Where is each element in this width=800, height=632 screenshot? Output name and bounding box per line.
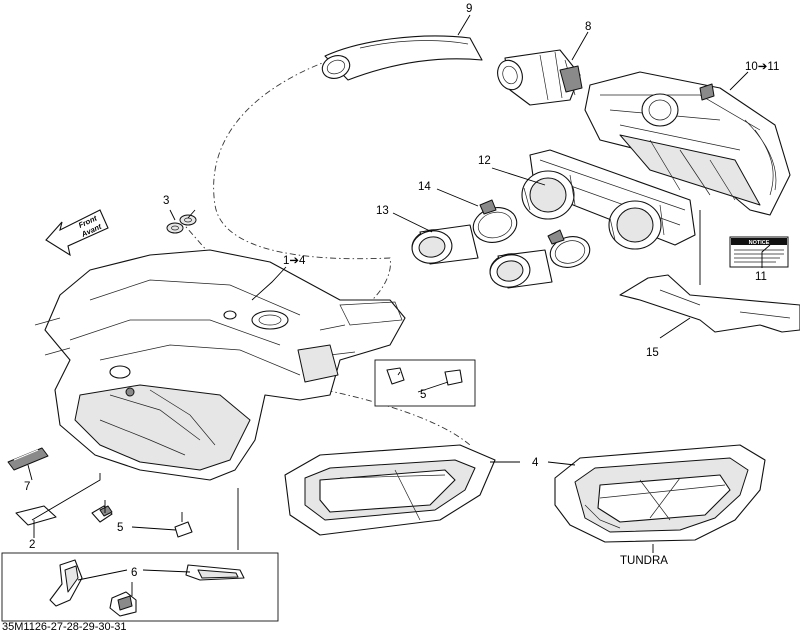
callout-14: 14 [418, 181, 431, 193]
callout-12: 12 [478, 155, 491, 167]
callout-10-11: 10➔11 [745, 61, 779, 73]
foam-strip [619, 274, 800, 333]
notice-label-title: NOTICE [749, 240, 770, 246]
callout-6: 6 [131, 567, 137, 579]
tundra-filter-frame [554, 444, 766, 543]
small-parts [1, 359, 476, 622]
callout-9: 9 [466, 3, 472, 15]
tundra-label: TUNDRA [620, 555, 668, 567]
intake-adaptor [497, 49, 583, 106]
callout-15: 15 [646, 347, 659, 359]
callout-3: 3 [163, 195, 169, 207]
rubber-sleeves [411, 224, 553, 289]
callout-5: 5 [117, 522, 123, 534]
callout-leaders [27, 14, 771, 596]
front-direction-arrow: Front Avant [45, 209, 109, 257]
clamps [472, 199, 591, 268]
air-silencer-top [584, 71, 791, 216]
filter-frame [284, 444, 496, 536]
air-intake-hose [321, 35, 483, 81]
grommets [166, 214, 197, 234]
callout-11: 11 [755, 271, 767, 283]
silencer-base-plate [521, 149, 696, 250]
callout-7: 7 [24, 481, 30, 493]
callout-4: 4 [532, 457, 539, 469]
callout-5-box: 5 [420, 389, 426, 401]
callout-1-4: 1➔4 [283, 255, 306, 267]
drawing-code: 35M1126-27-28-29-30-31 [2, 621, 127, 632]
callout-2: 2 [29, 539, 35, 551]
callout-8: 8 [585, 21, 591, 33]
air-box-main-body [34, 249, 406, 481]
notice-label: NOTICE [729, 236, 789, 268]
callout-13: 13 [376, 205, 389, 217]
